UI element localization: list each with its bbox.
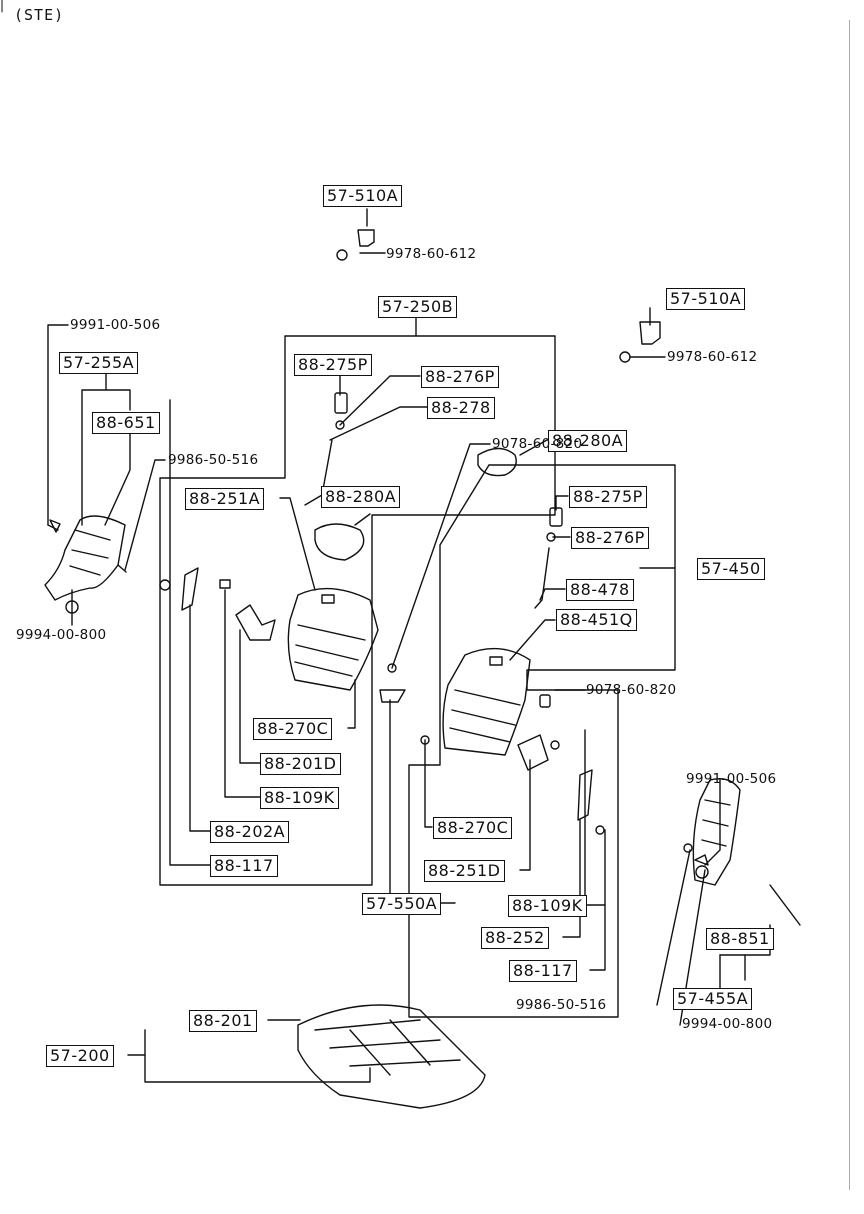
part-label-57-510A-top[interactable]: 57-510A bbox=[323, 185, 403, 207]
part-label-88-117-a[interactable]: 88-117 bbox=[210, 855, 278, 877]
clip-left bbox=[49, 519, 61, 533]
screw-left bbox=[117, 564, 127, 573]
fastener-label-9078-mid: 9078-60-820 bbox=[586, 682, 677, 698]
fastener-label-9994-left: 9994-00-800 bbox=[16, 627, 107, 643]
headrest-rod-b bbox=[534, 547, 550, 609]
page-binding-edge bbox=[849, 20, 860, 1190]
part-label-88-117-b[interactable]: 88-117 bbox=[509, 960, 577, 982]
fastener-label-9991-left: 9991-00-506 bbox=[70, 317, 161, 333]
variant-header: (STE) bbox=[14, 6, 65, 24]
clip-right bbox=[694, 854, 709, 866]
striker-center bbox=[379, 689, 406, 703]
part-label-88-275P-b[interactable]: 88-275P bbox=[569, 486, 647, 508]
headrest-guide-b bbox=[549, 507, 563, 527]
part-label-57-450[interactable]: 57-450 bbox=[697, 558, 765, 580]
part-label-88-478[interactable]: 88-478 bbox=[566, 579, 634, 601]
bracket-right bbox=[577, 769, 593, 821]
part-label-88-251D[interactable]: 88-251D bbox=[424, 860, 505, 882]
part-label-88-451Q[interactable]: 88-451Q bbox=[556, 609, 637, 631]
part-label-88-270C-a[interactable]: 88-270C bbox=[253, 718, 333, 740]
hinge-right bbox=[517, 734, 549, 771]
nut-left bbox=[65, 600, 79, 614]
part-label-57-550A[interactable]: 57-550A bbox=[362, 893, 442, 915]
side-trim-right bbox=[692, 778, 741, 886]
part-label-88-201[interactable]: 88-201 bbox=[189, 1010, 257, 1032]
screw-part-1 bbox=[336, 249, 348, 261]
part-label-57-200[interactable]: 57-200 bbox=[46, 1045, 114, 1067]
part-label-57-455A[interactable]: 57-455A bbox=[673, 988, 753, 1010]
part-label-88-651[interactable]: 88-651 bbox=[92, 412, 160, 434]
seat-cushion bbox=[297, 1004, 486, 1109]
bracket-left bbox=[181, 567, 199, 611]
part-label-88-109K-a[interactable]: 88-109K bbox=[260, 787, 339, 809]
group-box-57-250b bbox=[159, 317, 556, 886]
fastener-label-9986-left: 9986-50-516 bbox=[168, 452, 259, 468]
fastener-label-9978-right: 9978-60-612 bbox=[667, 349, 758, 365]
part-label-88-201D[interactable]: 88-201D bbox=[260, 753, 341, 775]
part-label-57-250B[interactable]: 57-250B bbox=[378, 296, 458, 318]
fastener-label-9078-top: 9078-60-820 bbox=[492, 436, 583, 452]
part-label-88-276P-a[interactable]: 88-276P bbox=[421, 366, 499, 388]
headrest-guide-a bbox=[334, 392, 348, 414]
screw-part-2 bbox=[619, 351, 631, 363]
part-label-57-255A[interactable]: 57-255A bbox=[59, 352, 139, 374]
hinge-left bbox=[235, 604, 276, 641]
part-label-88-275P-a[interactable]: 88-275P bbox=[294, 354, 372, 376]
fastener-label-9991-right: 9991-00-506 bbox=[686, 771, 777, 787]
headrest-b bbox=[477, 447, 517, 477]
side-trim-left bbox=[44, 515, 126, 601]
part-label-57-510A-right[interactable]: 57-510A bbox=[666, 288, 746, 310]
seatback-right bbox=[442, 647, 531, 756]
headrest-a bbox=[314, 523, 365, 561]
part-label-88-252[interactable]: 88-252 bbox=[481, 927, 549, 949]
fastener-label-9994-bottom: 9994-00-800 bbox=[682, 1016, 773, 1032]
part-label-88-276P-b[interactable]: 88-276P bbox=[571, 527, 649, 549]
part-label-88-280A-a[interactable]: 88-280A bbox=[321, 486, 401, 508]
part-label-88-202A[interactable]: 88-202A bbox=[210, 821, 290, 843]
clip-part-2 bbox=[639, 321, 661, 345]
fastener-label-9978-top: 9978-60-612 bbox=[386, 246, 477, 262]
clip-part-1 bbox=[357, 229, 375, 247]
part-label-88-109K-b[interactable]: 88-109K bbox=[508, 895, 587, 917]
seatback-left bbox=[287, 587, 379, 691]
nut-right bbox=[695, 865, 709, 879]
part-label-88-278[interactable]: 88-278 bbox=[427, 397, 495, 419]
part-label-88-851[interactable]: 88-851 bbox=[706, 928, 774, 950]
fastener-label-9986-bottom: 9986-50-516 bbox=[516, 997, 607, 1013]
part-label-88-280A-b[interactable]: 88-280A bbox=[548, 430, 628, 452]
part-label-88-270C-b[interactable]: 88-270C bbox=[433, 817, 513, 839]
part-label-88-251A[interactable]: 88-251A bbox=[185, 488, 265, 510]
group-box-57-450 bbox=[408, 464, 676, 1018]
